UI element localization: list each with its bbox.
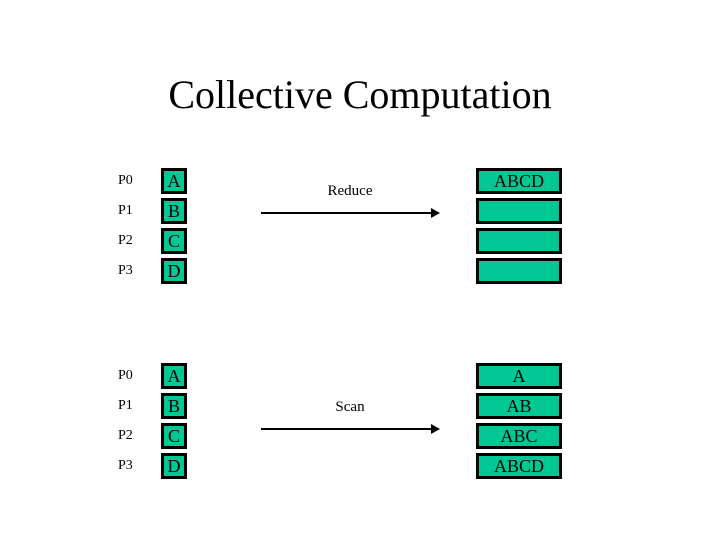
right-arrow-icon <box>261 208 441 218</box>
reduce-output-cell-p1 <box>476 198 562 224</box>
reduce-operation-label: Reduce <box>327 183 373 199</box>
scan-diagram: P0 P1 P2 P3 A B C D Scan A AB ABC ABCD <box>0 363 720 483</box>
process-label-p1: P1 <box>118 203 133 218</box>
scan-operation: Scan <box>255 398 445 434</box>
scan-output-cell-p1: AB <box>476 393 562 419</box>
scan-input-cell-p0: A <box>161 363 187 389</box>
scan-input-cell-p1: B <box>161 393 187 419</box>
process-label-p2: P2 <box>118 428 133 443</box>
page-title: Collective Computation <box>168 72 552 117</box>
reduce-output-cell-p0: ABCD <box>476 168 562 194</box>
scan-process-label-column: P0 P1 P2 P3 <box>118 363 158 483</box>
scan-output-column: A AB ABC ABCD <box>476 363 562 483</box>
reduce-diagram: P0 P1 P2 P3 A B C D Reduce ABCD <box>0 168 720 288</box>
process-label-p2: P2 <box>118 233 133 248</box>
reduce-process-label-column: P0 P1 P2 P3 <box>118 168 158 288</box>
scan-output-cell-p2: ABC <box>476 423 562 449</box>
reduce-operation: Reduce <box>255 182 445 218</box>
process-label-p3: P3 <box>118 263 133 278</box>
arrow-shaft <box>261 428 433 430</box>
scan-output-cell-p3: ABCD <box>476 453 562 479</box>
reduce-input-cell-p3: D <box>161 258 187 284</box>
right-arrow-icon <box>261 424 441 434</box>
scan-operation-label: Scan <box>335 399 365 415</box>
reduce-input-cell-p0: A <box>161 168 187 194</box>
reduce-output-cell-p2 <box>476 228 562 254</box>
reduce-output-cell-p3 <box>476 258 562 284</box>
process-label-p3: P3 <box>118 458 133 473</box>
scan-input-cell-p3: D <box>161 453 187 479</box>
scan-output-cell-p0: A <box>476 363 562 389</box>
arrow-head <box>431 208 440 218</box>
reduce-input-column: A B C D <box>161 168 187 288</box>
arrow-head <box>431 424 440 434</box>
process-label-p1: P1 <box>118 398 133 413</box>
scan-input-column: A B C D <box>161 363 187 483</box>
reduce-input-cell-p1: B <box>161 198 187 224</box>
arrow-shaft <box>261 212 433 214</box>
scan-input-cell-p2: C <box>161 423 187 449</box>
reduce-output-column: ABCD <box>476 168 562 288</box>
reduce-input-cell-p2: C <box>161 228 187 254</box>
process-label-p0: P0 <box>118 368 133 383</box>
process-label-p0: P0 <box>118 173 133 188</box>
